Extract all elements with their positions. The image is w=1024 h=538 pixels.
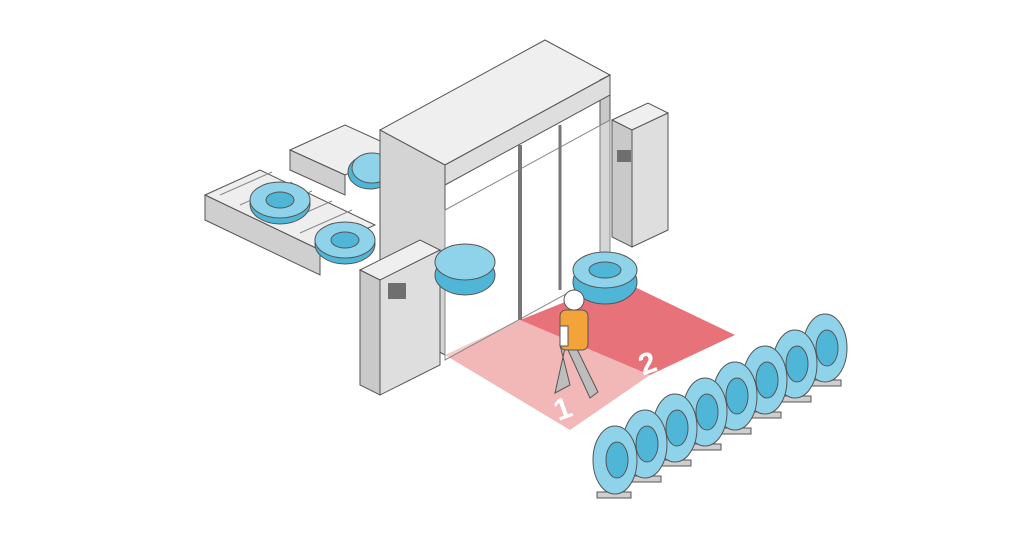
left-panel-screen — [388, 283, 406, 299]
right-panel-screen — [617, 150, 631, 162]
conveyor-tire-2 — [314, 221, 376, 265]
safety-zone-1 — [445, 320, 650, 430]
right-control-cabinet — [610, 102, 670, 248]
machine-tire-left — [434, 243, 496, 296]
worker-figure — [554, 289, 599, 399]
finished-tire-row — [592, 313, 848, 499]
left-control-cabinet — [358, 239, 442, 396]
conveyor-tire-1 — [249, 181, 311, 225]
machine-tire-right — [572, 251, 638, 305]
finished-tire — [592, 425, 638, 499]
